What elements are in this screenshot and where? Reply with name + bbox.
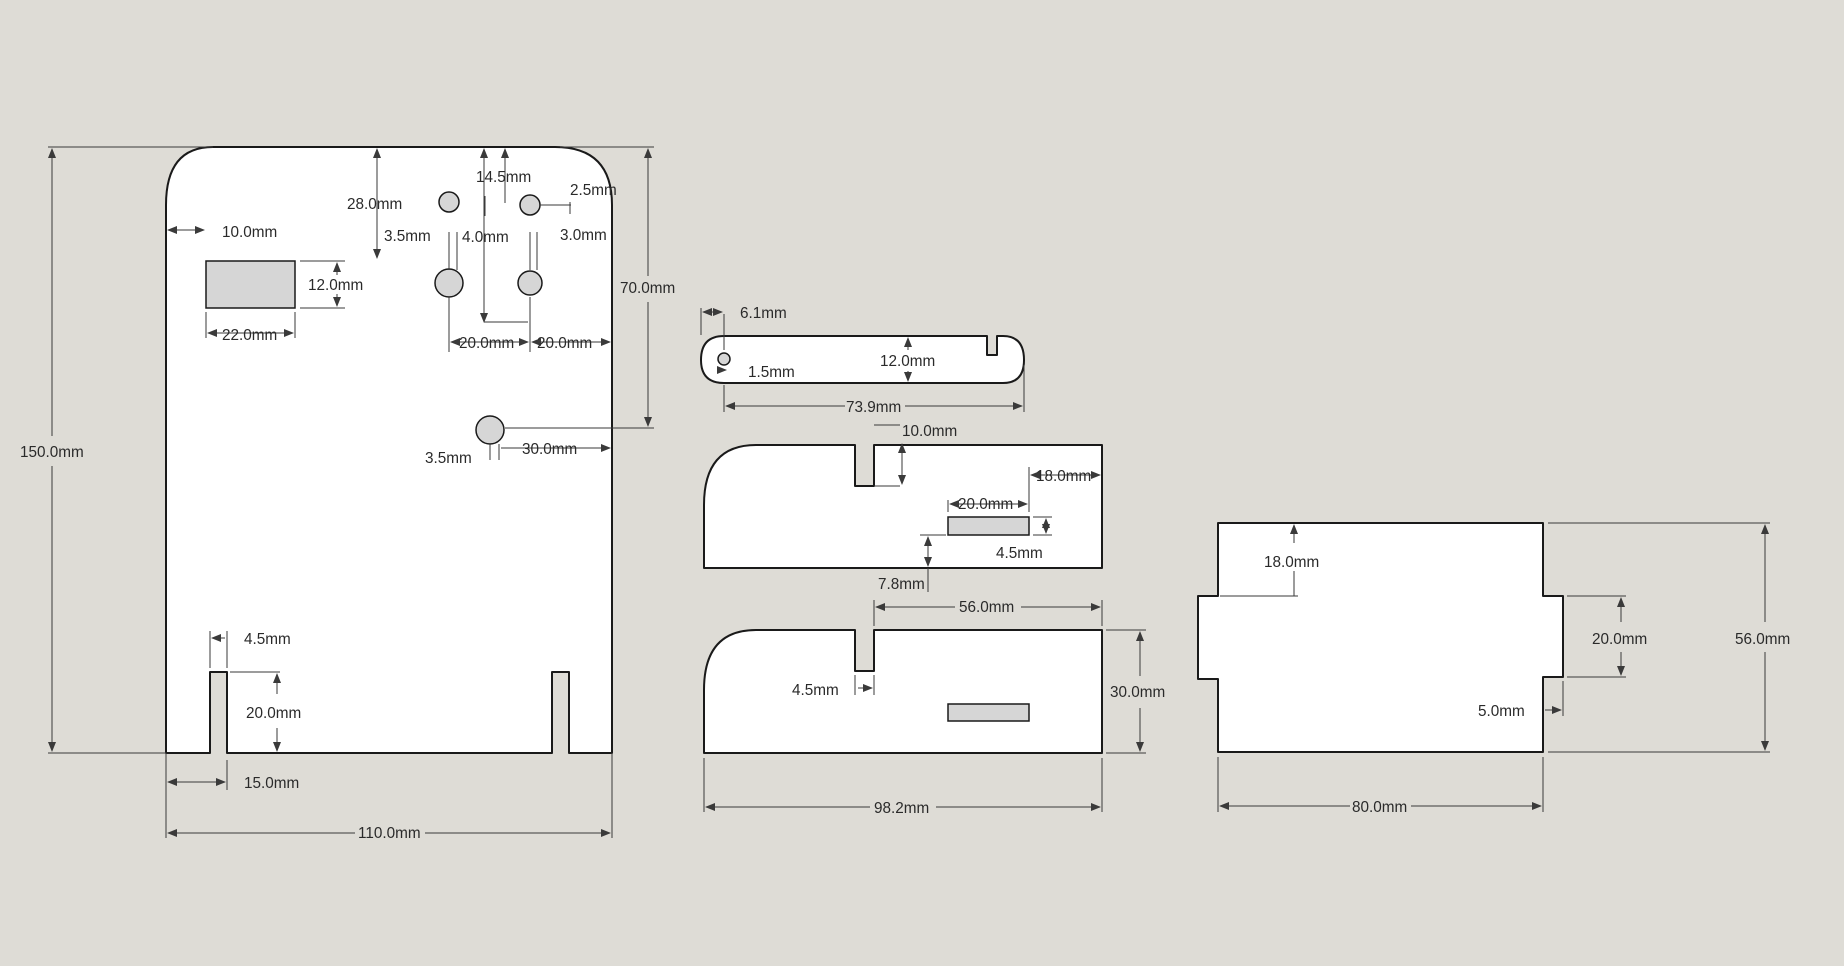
dim-back-window-width: 22.0mm [222, 327, 277, 344]
side-piece-lower [703, 629, 1103, 754]
dim-base-tab-width: 20.0mm [1592, 631, 1647, 648]
back-dimension-labels: 150.0mm 110.0mm 70.0mm 28.0mm 14.5mm 2.5… [20, 169, 675, 842]
dim-side-slot-depth: 10.0mm [902, 423, 957, 440]
back-panel [165, 146, 613, 754]
dim-back-hole-dia-c: 3.5mm [425, 450, 472, 467]
side-piece-upper [703, 444, 1103, 569]
side-piece-upper-outline [703, 444, 1103, 569]
dim-back-hole-gap: 4.0mm [462, 229, 509, 246]
side-piece-lower-outline [703, 629, 1103, 754]
dim-strip-length: 73.9mm [846, 399, 901, 416]
dim-side-window-edge: 18.0mm [1036, 468, 1091, 485]
base-plate-outline [1197, 522, 1564, 753]
dim-back-hole-spacing-1: 20.0mm [459, 335, 514, 352]
back-panel-window [205, 260, 296, 309]
dim-strip-hole-dia: 1.5mm [748, 364, 795, 381]
strip-part [700, 335, 1025, 384]
dim-side-length: 98.2mm [874, 800, 929, 817]
dim-back-top-to-hole-b: 14.5mm [476, 169, 531, 186]
base-plate [1197, 522, 1564, 753]
side-upper-window [947, 516, 1030, 536]
dim-strip-height: 12.0mm [880, 353, 935, 370]
dim-side-slot-to-end: 56.0mm [959, 599, 1014, 616]
back-hole-5 [475, 415, 505, 445]
dim-back-hole-dia-b: 3.0mm [560, 227, 607, 244]
strip-outline [700, 335, 1025, 384]
back-hole-4 [517, 270, 543, 296]
side-lower-window [947, 703, 1030, 722]
dim-base-inset: 18.0mm [1264, 554, 1319, 571]
dim-side-window-width: 20.0mm [958, 496, 1013, 513]
dim-back-hole-dia-a: 3.5mm [384, 228, 431, 245]
back-hole-1 [438, 191, 460, 213]
strip-hole [717, 352, 731, 366]
side-lower-dimension-labels: 56.0mm 4.5mm 30.0mm 98.2mm [792, 599, 1165, 817]
strip-dimension-lines [700, 308, 1025, 412]
back-hole-3 [434, 268, 464, 298]
dim-back-top-to-holes: 28.0mm [347, 196, 402, 213]
dim-base-tab-depth: 5.0mm [1478, 703, 1525, 720]
dim-base-depth: 56.0mm [1735, 631, 1790, 648]
dim-back-hole-spacing-2: 20.0mm [537, 335, 592, 352]
strip-dimension-labels: 6.1mm 1.5mm 12.0mm 73.9mm [740, 305, 935, 416]
dim-base-length: 80.0mm [1352, 799, 1407, 816]
dim-back-slot-height: 20.0mm [246, 705, 301, 722]
dim-back-slot-offset: 15.0mm [244, 775, 299, 792]
back-hole-2 [519, 194, 541, 216]
dim-side-slot-width: 4.5mm [792, 682, 839, 699]
side-upper-dimension-labels: 10.0mm 20.0mm 18.0mm 4.5mm 7.8mm [878, 423, 1091, 593]
dim-back-width: 110.0mm [358, 825, 421, 842]
base-dimension-labels: 18.0mm 20.0mm 56.0mm 5.0mm 80.0mm [1264, 554, 1790, 816]
dim-back-hole-offset-a: 2.5mm [570, 182, 617, 199]
dim-back-window-left: 10.0mm [222, 224, 277, 241]
dim-strip-hole-offset: 6.1mm [740, 305, 787, 322]
dim-side-window-height: 4.5mm [996, 545, 1043, 562]
dim-back-height: 150.0mm [20, 444, 84, 461]
dim-back-hole-upper-height: 70.0mm [620, 280, 675, 297]
side-upper-dimension-lines [874, 424, 1101, 592]
dim-side-window-bottom: 7.8mm [878, 576, 925, 593]
base-dimension-lines [1217, 522, 1770, 812]
dim-back-window-height: 12.0mm [308, 277, 363, 294]
back-dimension-lines [48, 146, 654, 838]
dim-back-slot-width: 4.5mm [244, 631, 291, 648]
dim-side-height: 30.0mm [1110, 684, 1165, 701]
side-lower-dimension-lines [703, 600, 1146, 812]
dim-back-hole-to-edge: 30.0mm [522, 441, 577, 458]
